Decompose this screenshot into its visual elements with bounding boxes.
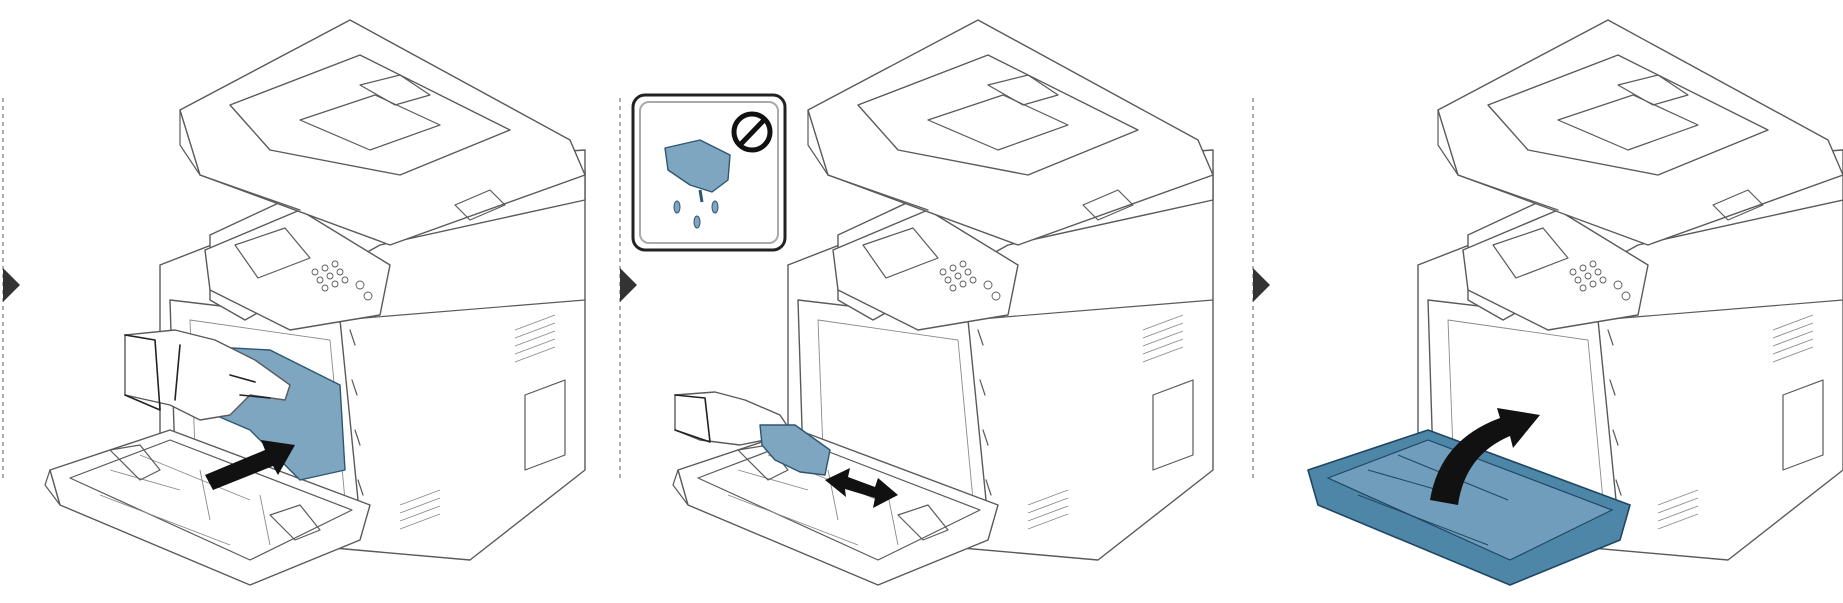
cloth-illustration [759,424,831,476]
double-arrow-icon [825,468,898,508]
step-marker-icon [620,268,637,302]
push-arrow-icon [205,440,295,490]
step-2-panel [619,19,1214,586]
curved-arrow-icon [1430,408,1540,505]
no-wet-cloth-icon [631,93,787,252]
printer-illustration [44,19,586,586]
step-marker-icon [1253,268,1270,302]
step-3-panel [1252,19,1843,586]
step-1-panel [2,19,586,586]
step-marker-icon [3,268,20,302]
